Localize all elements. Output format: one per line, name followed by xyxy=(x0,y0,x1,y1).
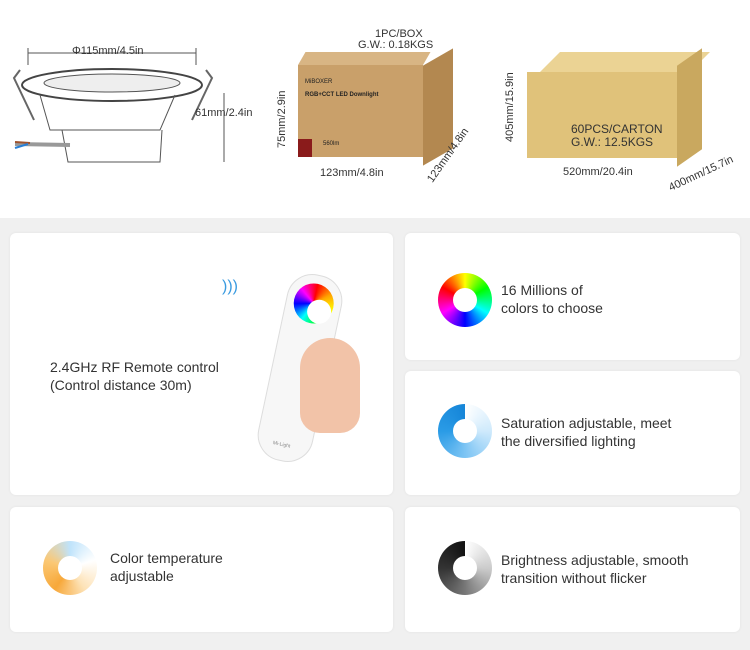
carton-quantity: 60PCS/CARTON xyxy=(571,122,663,136)
box-weight: G.W.: 0.18KGS xyxy=(358,39,434,51)
carton-side xyxy=(677,48,702,167)
gift-box-image: MiBOXER RGB+CCT LED Downlight 560lm xyxy=(298,65,423,157)
carton-image: 60PCS/CARTON G.W.: 12.5KGS xyxy=(527,72,677,158)
lamp-height: 61mm/2.4in xyxy=(195,107,253,119)
temperature-card: Color temperature adjustable xyxy=(10,507,393,632)
colors-card: 16 Millions of colors to choose xyxy=(405,233,740,360)
lamp-diameter: Φ115mm/4.5in xyxy=(72,45,144,57)
color-wheel-icon xyxy=(290,279,338,328)
remote-brand: Mi-Light xyxy=(272,440,291,450)
color-temperature-icon xyxy=(43,541,97,595)
signal-icon: ))) xyxy=(222,278,238,295)
gift-box-top xyxy=(298,52,431,65)
remote-line2: (Control distance 30m) xyxy=(50,377,192,393)
box-width: 123mm/4.8in xyxy=(320,167,384,179)
saturation-icon xyxy=(438,404,492,458)
dimensions-panel: Φ115mm/4.5in 61mm/2.4in 1PC/BOX G.W.: 0.… xyxy=(0,0,750,218)
saturation-line2: the diversified lighting xyxy=(501,433,636,449)
box-lumen: 560lm xyxy=(323,141,340,147)
temperature-line2: adjustable xyxy=(110,568,174,584)
box-height: 75mm/2.9in xyxy=(276,90,288,148)
brightness-card: Brightness adjustable, smooth transition… xyxy=(405,507,740,632)
carton-weight: G.W.: 12.5KGS xyxy=(571,135,654,149)
remote-card: 2.4GHz RF Remote control (Control distan… xyxy=(10,233,393,495)
rgb-color-wheel-icon xyxy=(438,273,492,327)
colors-line2: colors to choose xyxy=(501,300,603,316)
saturation-line1: Saturation adjustable, meet xyxy=(501,415,672,431)
brightness-line2: transition without flicker xyxy=(501,570,647,586)
hand-image xyxy=(300,338,360,433)
brightness-icon xyxy=(438,541,492,595)
brightness-line1: Brightness adjustable, smooth xyxy=(501,552,689,568)
saturation-card: Saturation adjustable, meet the diversif… xyxy=(405,371,740,495)
temperature-line1: Color temperature xyxy=(110,550,223,566)
box-brand: MiBOXER xyxy=(305,79,333,85)
carton-width: 520mm/20.4in xyxy=(563,166,633,178)
colors-line1: 16 Millions of xyxy=(501,282,583,298)
carton-height: 405mm/15.9in xyxy=(504,72,516,142)
box-product: RGB+CCT LED Downlight xyxy=(305,92,379,98)
box-quantity: 1PC/BOX xyxy=(375,28,423,40)
remote-line1: 2.4GHz RF Remote control xyxy=(50,359,219,375)
